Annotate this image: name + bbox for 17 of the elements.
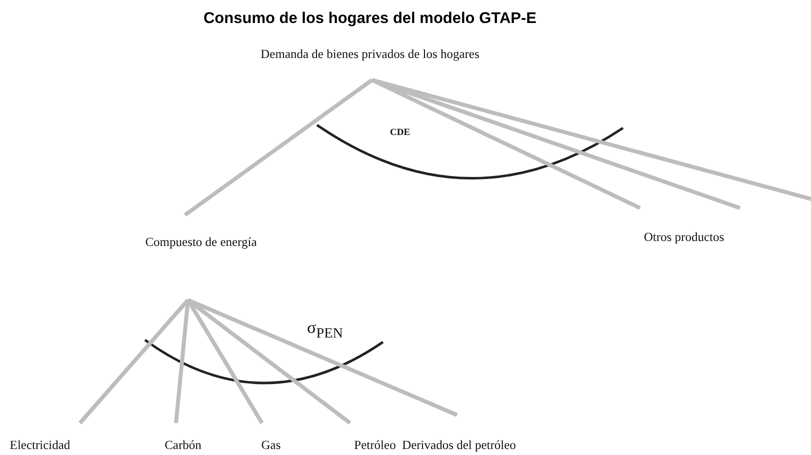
tree-branch bbox=[186, 298, 352, 425]
node-label: Compuesto de energía bbox=[145, 235, 257, 250]
tree-branch bbox=[187, 298, 458, 417]
node-label: Demanda de bienes privados de los hogares bbox=[260, 47, 480, 62]
node-label: Gas bbox=[261, 438, 281, 453]
arc-label: CDE bbox=[390, 128, 410, 138]
elasticity-symbol: σ$_{PEN}$ bbox=[307, 318, 343, 342]
tree-branch bbox=[78, 298, 190, 424]
tree-branch bbox=[371, 78, 811, 202]
tree-branch bbox=[184, 78, 374, 217]
node-label: Otros productos bbox=[644, 230, 724, 245]
diagram-title: Consumo de los hogares del modelo GTAP-E bbox=[204, 10, 536, 28]
node-label: Petróleo bbox=[354, 438, 396, 453]
node-label: Carbón bbox=[164, 438, 202, 453]
node-label: Derivados del petróleo bbox=[402, 438, 516, 453]
tree-branch bbox=[371, 78, 741, 210]
node-label: Electricidad bbox=[10, 438, 70, 453]
